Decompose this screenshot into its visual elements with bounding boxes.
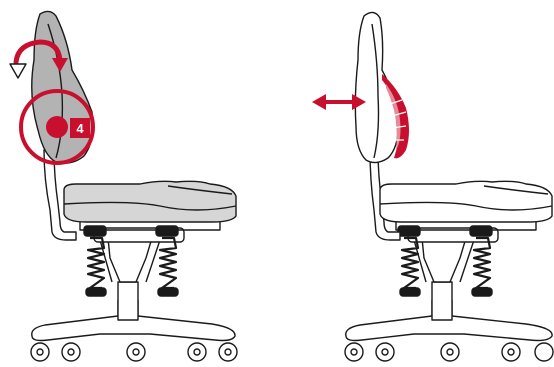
rotation-arrow-outline-icon — [10, 64, 26, 78]
seat-cushion — [64, 181, 236, 230]
seat-mechanism — [398, 226, 498, 282]
backrest — [32, 11, 93, 163]
step-badge: 4 — [70, 118, 90, 138]
seat-mechanism — [84, 226, 184, 282]
chair-base — [346, 282, 552, 341]
seat-cushion — [380, 181, 552, 230]
caster-wheel — [345, 343, 553, 361]
caster-wheel — [31, 343, 237, 361]
chair-base — [32, 282, 235, 341]
right-chair — [312, 12, 553, 361]
svg-text:4: 4 — [76, 121, 84, 136]
left-chair: 4 — [10, 11, 237, 361]
